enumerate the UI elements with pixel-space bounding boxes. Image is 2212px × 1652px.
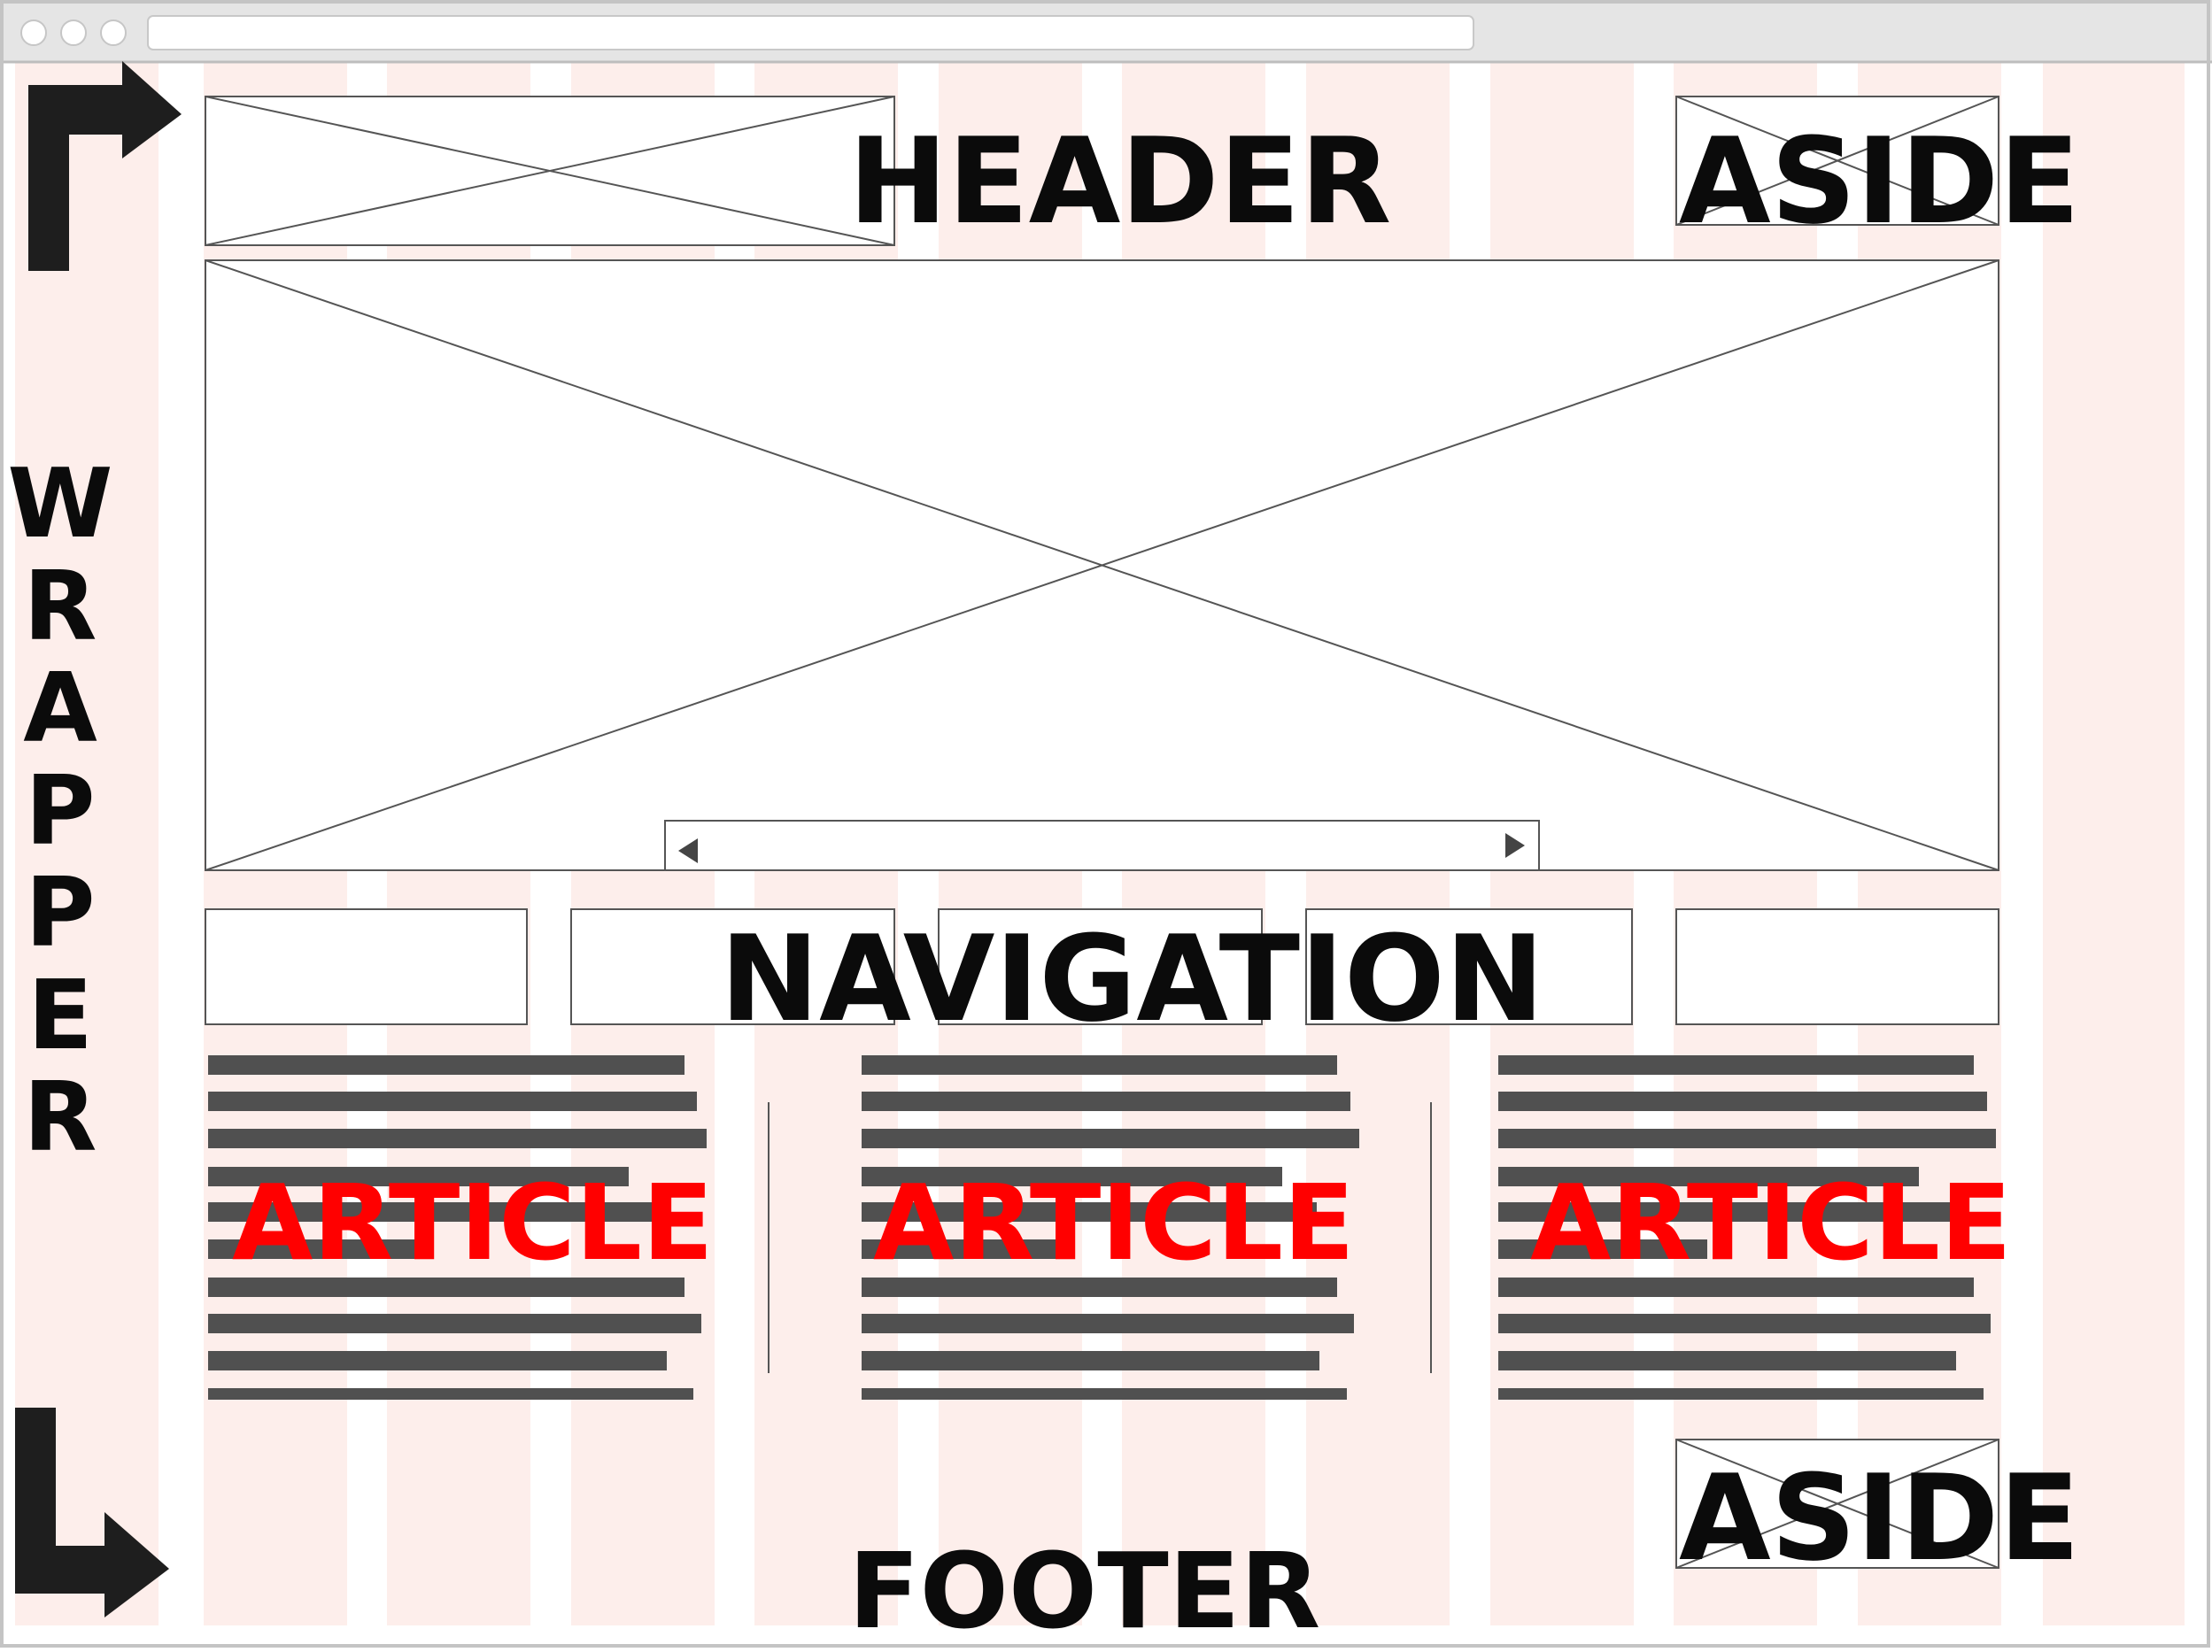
aside-top-placeholder	[1675, 96, 1999, 226]
close-dot[interactable]	[20, 19, 47, 46]
footer-label: FOOTER	[848, 1530, 1321, 1652]
top-turn-arrow-icon	[28, 61, 182, 271]
article-label-2: ARTICLE	[873, 1162, 1355, 1284]
article-label-1: ARTICLE	[232, 1162, 714, 1284]
nav-item-2[interactable]	[570, 908, 895, 1025]
aside-bottom-label: ASIDE	[1679, 1449, 2080, 1587]
nav-item-3[interactable]	[938, 908, 1263, 1025]
nav-item-1[interactable]	[205, 908, 528, 1025]
wrapper-letter: R	[23, 1062, 97, 1174]
wrapper-letter: A	[23, 653, 97, 765]
hero-slider-bar[interactable]	[664, 820, 1540, 871]
zoom-dot[interactable]	[100, 19, 127, 46]
wrapper-letter: R	[23, 551, 97, 662]
nav-item-5[interactable]	[1675, 908, 1999, 1025]
article-1-text-lines	[208, 1055, 707, 1400]
header-label: HEADER	[848, 112, 1392, 251]
aside-bottom-placeholder	[1675, 1439, 1999, 1569]
navigation-label: NAVIGATION	[720, 910, 1544, 1048]
header-logo-placeholder	[205, 96, 895, 246]
slider-prev-icon[interactable]	[678, 838, 698, 863]
minimize-dot[interactable]	[60, 19, 87, 46]
wrapper-letter: E	[27, 960, 93, 1071]
nav-item-4[interactable]	[1305, 908, 1633, 1025]
wrapper-letter: W	[7, 449, 113, 560]
wrapper-letter: P	[25, 858, 96, 969]
wrapper-letter: P	[25, 755, 96, 867]
bottom-turn-arrow-icon	[15, 1408, 169, 1617]
aside-top-label: ASIDE	[1679, 112, 2080, 251]
article-label-3: ARTICLE	[1530, 1162, 2012, 1284]
article-3-text-lines	[1498, 1055, 1996, 1400]
hero-image-placeholder	[205, 259, 1999, 871]
slider-next-icon[interactable]	[1505, 833, 1525, 858]
address-bar[interactable]	[147, 15, 1474, 50]
article-2-text-lines	[862, 1055, 1359, 1400]
